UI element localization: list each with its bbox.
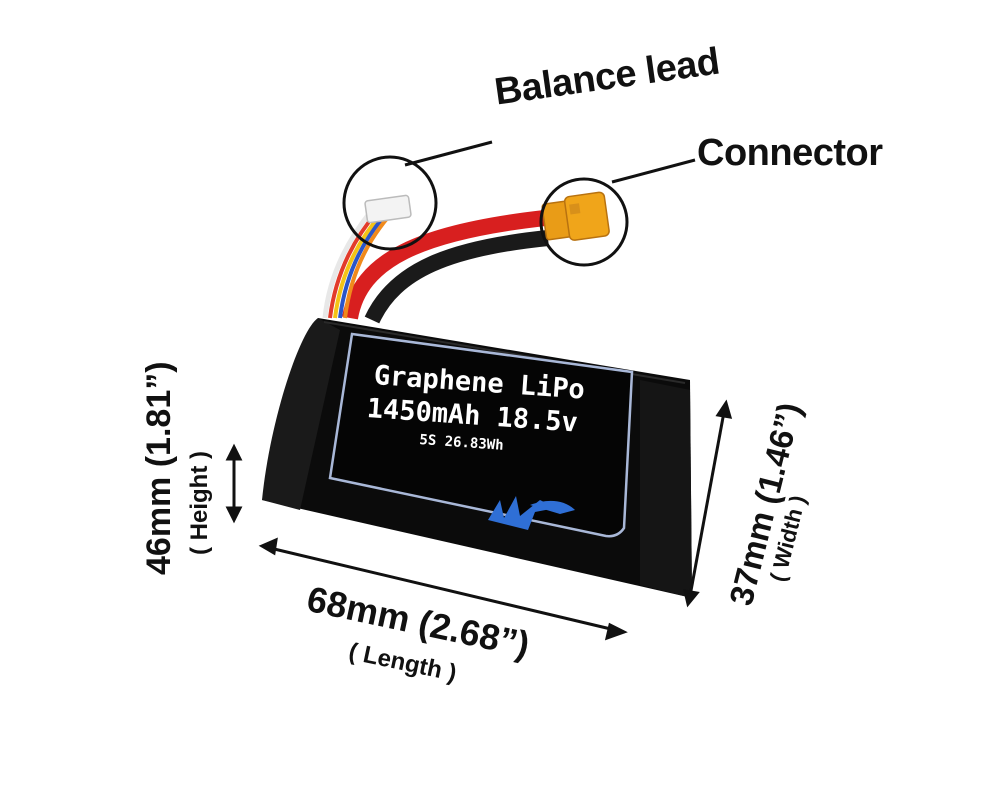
- width-arrow: [683, 399, 733, 608]
- height-caption: ( Height ): [186, 451, 213, 555]
- height-arrow: [225, 443, 243, 524]
- battery-label-panel: [328, 332, 634, 538]
- length-arrow: [258, 537, 628, 641]
- connector-callout-line: [611, 158, 696, 184]
- power-wires: [342, 210, 549, 324]
- balance-connector-icon: [364, 194, 412, 224]
- balance-callout-line: [404, 140, 493, 167]
- balance-lead-circle: [342, 155, 438, 251]
- connector-label: Connector: [697, 132, 883, 174]
- height-dimension: 46mm (1.81”): [140, 361, 178, 575]
- xt-connector-icon: [541, 191, 610, 241]
- connector-circle: [539, 177, 629, 267]
- brand-logo-icon: [488, 496, 575, 530]
